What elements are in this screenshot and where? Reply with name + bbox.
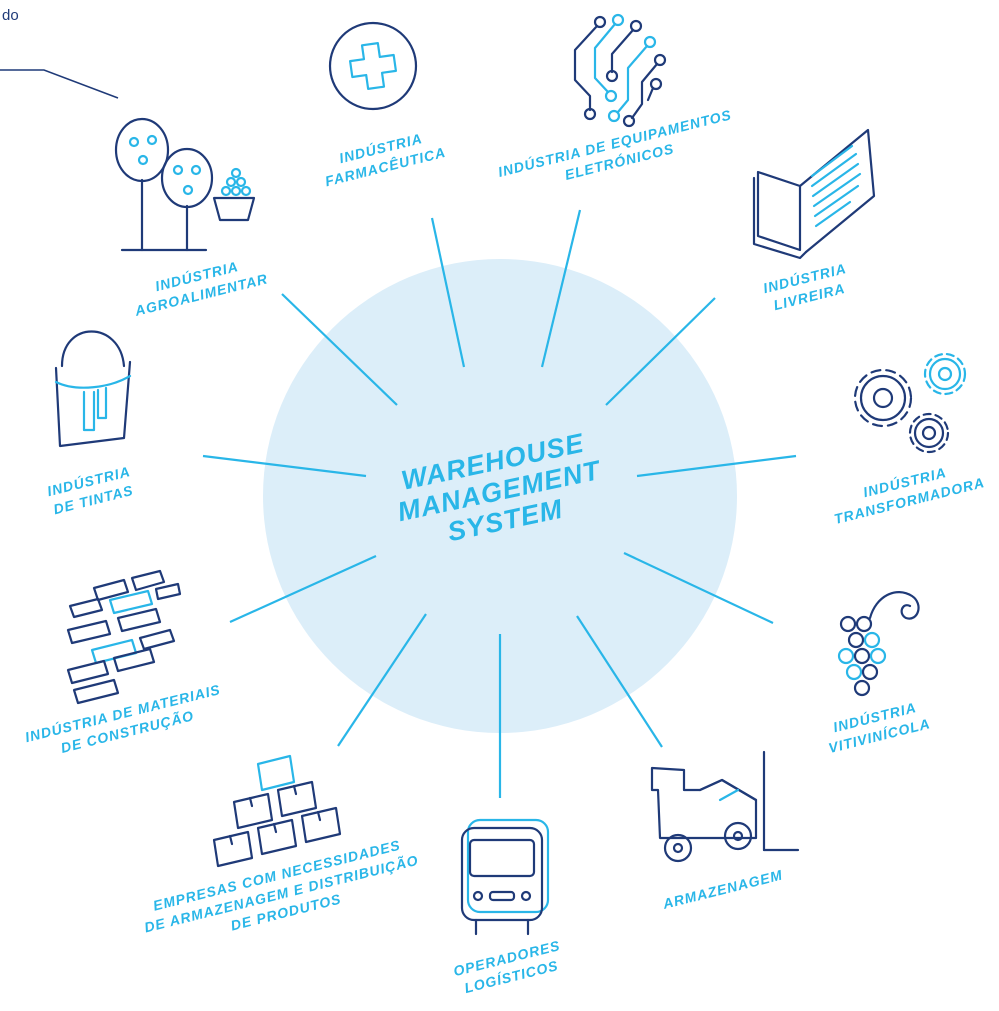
forklift-icon	[650, 750, 800, 863]
ray-distribution	[337, 613, 427, 747]
gears-icon	[853, 352, 967, 454]
label-pharma: INDÚSTRIA FARMACÊUTICA	[323, 129, 447, 189]
paint-bucket-icon	[54, 330, 132, 448]
label-paint: INDÚSTRIA DE TINTAS	[45, 462, 135, 517]
label-wine: INDÚSTRIA VITIVINÍCOLA	[827, 698, 932, 756]
ray-storage	[576, 615, 663, 748]
label-construction: INDÚSTRIA DE MATERIAIS DE CONSTRUÇÃO	[23, 680, 222, 756]
center-circle	[263, 259, 737, 733]
ray-books	[605, 297, 716, 406]
open-book-icon	[752, 128, 876, 260]
label-storage: ARMAZENAGEM	[660, 867, 784, 913]
ray-agro	[281, 293, 398, 406]
truck-front-icon	[460, 818, 550, 936]
ray-transform	[636, 454, 797, 478]
label-agro: INDÚSTRIA AGROALIMENTAR	[132, 257, 269, 319]
boxes-stack-icon	[212, 754, 342, 868]
label-distribution: EMPRESAS COM NECESSIDADES DE ARMAZENAGEM…	[142, 837, 420, 936]
label-transform: INDÚSTRIA TRANSFORMADORA	[832, 463, 986, 527]
ray-pharma	[430, 217, 466, 368]
note-connector	[0, 69, 119, 99]
grapes-icon	[837, 591, 920, 697]
corner-note: do	[2, 7, 19, 24]
label-storage-line1: ARMAZENAGEM	[660, 867, 784, 913]
ray-paint	[202, 454, 367, 478]
rays	[202, 209, 797, 798]
ray-construction	[229, 554, 377, 624]
bricks-icon	[66, 569, 182, 705]
ray-electronics	[540, 209, 582, 368]
ray-wine	[623, 552, 774, 624]
label-logistics: OPERADORES LOGÍSTICOS	[452, 937, 562, 996]
medical-cross-icon	[328, 21, 418, 111]
circuit-icon	[573, 13, 667, 128]
trees-basket-icon	[114, 117, 256, 252]
label-books: INDÚSTRIA LIVREIRA	[761, 259, 848, 313]
